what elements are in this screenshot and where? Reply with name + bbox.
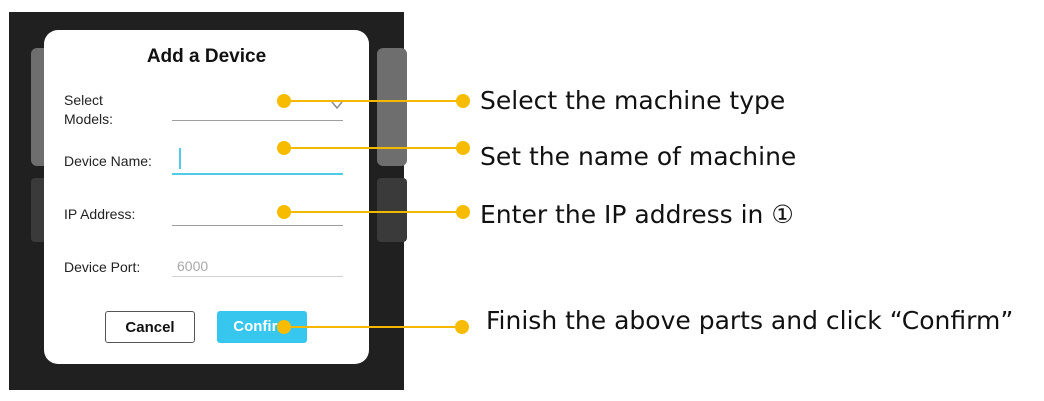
text-cursor bbox=[179, 148, 181, 169]
callout-line bbox=[284, 326, 462, 328]
callout-dot bbox=[277, 205, 291, 219]
callout-dot bbox=[456, 205, 470, 219]
device-port-underline bbox=[172, 276, 343, 277]
ip-address-input[interactable] bbox=[172, 225, 343, 226]
device-port-label: Device Port: bbox=[64, 259, 141, 275]
background-card bbox=[377, 178, 407, 242]
select-models-dropdown[interactable] bbox=[172, 120, 343, 121]
callout-text: Set the name of machine bbox=[480, 142, 797, 171]
device-port-input[interactable] bbox=[177, 257, 337, 275]
device-name-input[interactable] bbox=[172, 173, 343, 175]
callout-dot bbox=[456, 141, 470, 155]
chevron-down-icon[interactable] bbox=[331, 100, 343, 110]
callout-text: Finish the above parts and click “Confir… bbox=[486, 306, 1014, 335]
callout-line bbox=[284, 211, 463, 213]
callout-dot bbox=[277, 320, 291, 334]
device-name-label: Device Name: bbox=[64, 153, 152, 169]
callout-line bbox=[284, 147, 463, 149]
callout-dot bbox=[277, 141, 291, 155]
callout-dot bbox=[455, 320, 469, 334]
select-models-label: Select Models: bbox=[64, 92, 114, 127]
background-card bbox=[377, 48, 407, 166]
callout-line bbox=[284, 100, 463, 102]
callout-dot bbox=[456, 94, 470, 108]
callout-text: Select the machine type bbox=[480, 86, 786, 115]
cancel-button[interactable]: Cancel bbox=[105, 311, 195, 343]
callout-text: Enter the IP address in ① bbox=[480, 200, 794, 229]
callout-dot bbox=[277, 94, 291, 108]
confirm-button[interactable]: Confirm bbox=[217, 311, 307, 343]
add-device-dialog: Add a Device Select Models: Device Name:… bbox=[44, 30, 369, 364]
dialog-title: Add a Device bbox=[146, 46, 267, 67]
ip-address-label: IP Address: bbox=[64, 206, 136, 222]
